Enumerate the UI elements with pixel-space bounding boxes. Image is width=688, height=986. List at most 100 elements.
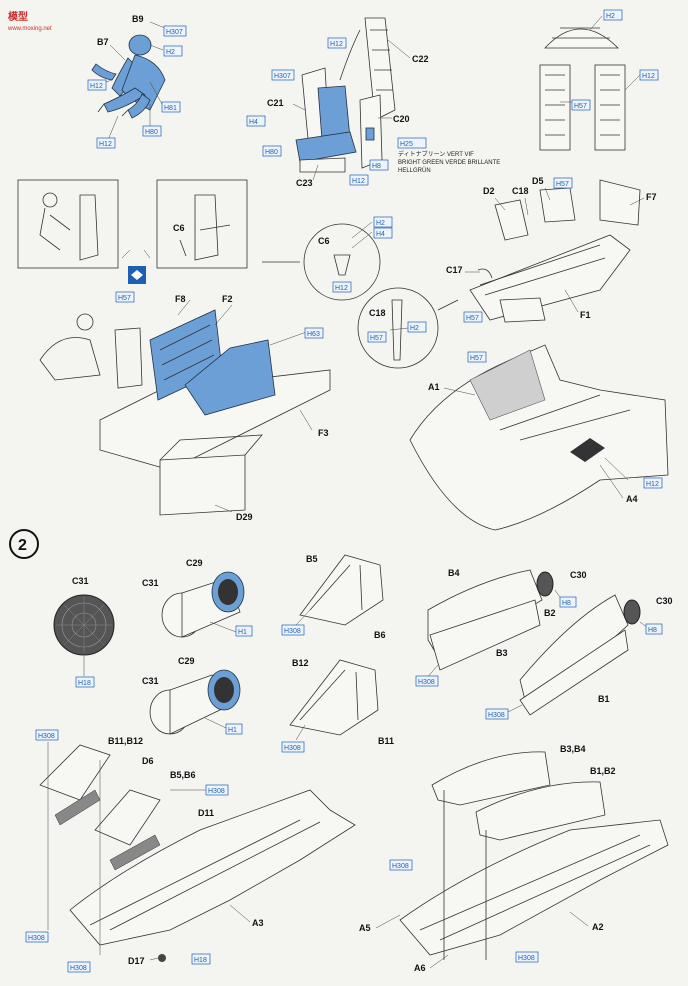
svg-text:H81: H81: [164, 105, 177, 112]
svg-text:H12: H12: [99, 141, 112, 148]
paint-code-h4: H4: [246, 115, 266, 127]
svg-text:BRIGHT GREEN VERDE BRILLANTE: BRIGHT GREEN VERDE BRILLANTE: [398, 160, 500, 166]
exhaust-face-c31: [53, 594, 115, 656]
svg-text:H308: H308: [418, 679, 435, 686]
svg-text:H2: H2: [376, 220, 385, 227]
paint-code-h57: H57: [553, 177, 573, 189]
part-label-c18: C18: [512, 186, 529, 196]
svg-text:H1: H1: [228, 727, 237, 734]
paint-code-h63: H63: [304, 327, 324, 339]
svg-text:H308: H308: [38, 733, 55, 740]
paint-code-h18: H18: [75, 676, 95, 688]
part-label-c6-detail: C6: [318, 236, 330, 246]
watermark-title: 模型: [8, 10, 28, 23]
intake-duct-b1-b2: [519, 594, 641, 716]
svg-text:H308: H308: [518, 955, 535, 962]
paint-code-h12: H12: [639, 69, 659, 81]
svg-text:H2: H2: [606, 13, 615, 20]
part-label-d2: D2: [483, 186, 495, 196]
engine-nozzle-upper: [161, 571, 245, 638]
paint-code-h1: H1: [225, 723, 243, 735]
svg-text:H1: H1: [238, 629, 247, 636]
paint-code-h2: H2: [163, 45, 183, 57]
paint-code-h57: H57: [467, 351, 487, 363]
paint-code-h12: H12: [87, 79, 107, 91]
part-label-c18-detail: C18: [369, 308, 386, 318]
ejection-seat: [295, 17, 396, 173]
lower-fuselage-a2: [399, 751, 669, 960]
part-label-d29: D29: [236, 512, 253, 522]
svg-text:VERT VIF: VERT VIF: [447, 152, 474, 158]
intake-b12-b11: [289, 659, 379, 736]
svg-text:H307: H307: [274, 73, 291, 80]
svg-text:H25: H25: [400, 141, 413, 148]
part-label-c23: C23: [296, 178, 313, 188]
part-label-d5: D5: [532, 176, 544, 186]
svg-text:H57: H57: [118, 295, 131, 302]
paint-code-h4: H4: [373, 227, 393, 239]
color-note: ディトナブリーン VERT VIF BRIGHT GREEN VERDE BRI…: [398, 150, 500, 174]
part-label-a1: A1: [428, 382, 440, 392]
paint-code-h12: H12: [332, 281, 352, 293]
svg-text:H12: H12: [352, 178, 365, 185]
pose-option-box-right: [156, 179, 248, 269]
paint-code-h12: H12: [643, 477, 663, 489]
paint-code-h308: H308: [281, 741, 305, 753]
svg-text:H12: H12: [646, 481, 659, 488]
paint-code-h308: H308: [515, 951, 539, 963]
paint-code-h8: H8: [369, 159, 389, 171]
part-label-c21: C21: [267, 98, 284, 108]
svg-text:H308: H308: [392, 863, 409, 870]
paint-code-h308: H308: [281, 624, 305, 636]
svg-text:H308: H308: [284, 745, 301, 752]
instrument-panel: [539, 27, 626, 151]
svg-text:H12: H12: [330, 41, 343, 48]
part-label-a5: A5: [359, 923, 371, 933]
paint-code-h307: H307: [271, 69, 295, 81]
svg-text:HELLGRÜN: HELLGRÜN: [398, 167, 431, 174]
part-label-d17: D17: [128, 956, 145, 966]
svg-text:H80: H80: [145, 129, 158, 136]
choose-one-arrow-icon: [121, 249, 151, 284]
part-label-b1: B1: [598, 694, 610, 704]
c6-detail-circle: [262, 223, 381, 301]
part-label-c31-front: C31: [72, 576, 89, 586]
svg-text:H80: H80: [265, 149, 278, 156]
paint-code-h2: H2: [373, 216, 393, 228]
part-label-c29-upper: C29: [186, 558, 203, 568]
part-label-b3: B3: [496, 648, 508, 658]
part-label-c20: C20: [393, 114, 410, 124]
svg-text:H57: H57: [466, 315, 479, 322]
paint-code-h57: H57: [367, 331, 387, 343]
paint-code-h308: H308: [67, 961, 91, 973]
svg-text:H18: H18: [194, 957, 207, 964]
lower-fuselage-a3: [39, 744, 356, 962]
svg-text:H2: H2: [410, 325, 419, 332]
pilot-figure: [91, 34, 166, 119]
part-label-b4: B4: [448, 568, 460, 578]
part-label-c17: C17: [446, 265, 463, 275]
svg-text:H12: H12: [90, 83, 103, 90]
part-label-b5: B5: [306, 554, 318, 564]
svg-text:H4: H4: [376, 231, 385, 238]
paint-code-h18: H18: [191, 953, 211, 965]
part-label-b9: B9: [132, 14, 144, 24]
svg-text:H57: H57: [470, 355, 483, 362]
svg-text:H308: H308: [208, 788, 225, 795]
part-label-b2: B2: [544, 608, 556, 618]
svg-text:H308: H308: [488, 712, 505, 719]
paint-code-h57: H57: [571, 99, 591, 111]
paint-code-h1: H1: [235, 625, 253, 637]
paint-code-h308: H308: [485, 708, 509, 720]
part-label-f7: F7: [646, 192, 657, 202]
svg-text:H8: H8: [562, 600, 571, 607]
paint-code-h57: H57: [115, 291, 135, 303]
part-label-f2: F2: [222, 294, 233, 304]
paint-code-h12: H12: [96, 137, 116, 149]
cockpit-console-assembly: [469, 179, 641, 323]
svg-text:H8: H8: [372, 163, 381, 170]
part-label-d6: D6: [142, 756, 154, 766]
paint-code-h80: H80: [262, 145, 282, 157]
svg-text:H307: H307: [166, 29, 183, 36]
paint-code-h81: H81: [161, 101, 181, 113]
